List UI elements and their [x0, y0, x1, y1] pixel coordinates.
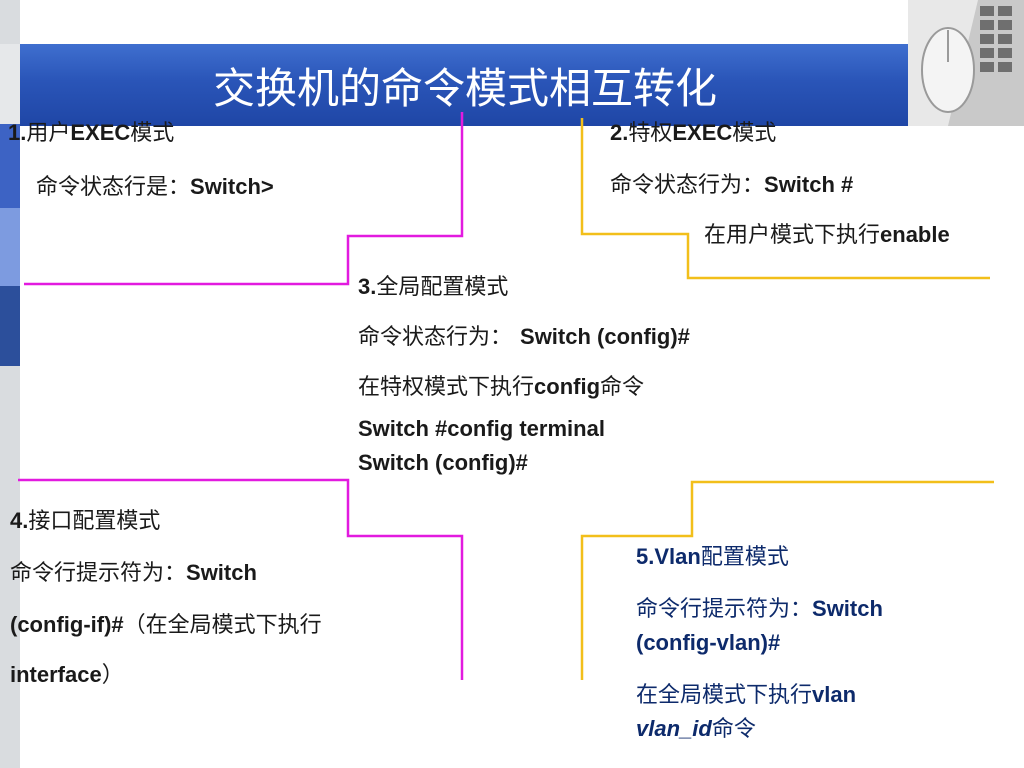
mode4-prompt: 命令行提示符为：Switch — [10, 560, 257, 587]
mode3-how-label: 在特权模式下执行 — [358, 375, 535, 400]
mode1-heading: 1.用户EXEC模式 — [8, 120, 174, 147]
strip-block-lightblue — [0, 208, 20, 286]
mode1-heading-en: EXEC — [70, 120, 131, 145]
mode2-prompt-value: Switch # — [764, 172, 854, 197]
mode3-prompt-value: Switch (config)# — [520, 324, 690, 349]
magenta-connector-bottom — [18, 478, 464, 680]
mode5-prompt-value: Switch — [812, 596, 883, 621]
mode2-prompt-label: 命令状态行为： — [610, 173, 765, 198]
title-bar — [20, 44, 910, 126]
mode4-line3: interface） — [10, 662, 124, 689]
mode4-prompt-value: Switch — [186, 560, 257, 585]
mode5-prompt-label: 命令行提示符为： — [636, 597, 813, 622]
mode3-example-line1: Switch #config terminal — [358, 416, 605, 441]
mode5-heading: 5.Vlan配置模式 — [636, 544, 789, 571]
mode3-how: 在特权模式下执行config命令 — [358, 374, 644, 401]
mode4-line3-cn: ） — [101, 663, 124, 688]
mode1-num: 1. — [8, 120, 27, 145]
mode4-heading: 4.接口配置模式 — [10, 508, 160, 535]
mode4-line2-en: (config-if)# — [10, 612, 124, 637]
yellow-connector-top — [580, 118, 990, 280]
mode3-prompt-label: 命令状态行为： — [358, 325, 513, 350]
mode2-prompt: 命令状态行为：Switch # — [610, 172, 853, 199]
mode2-heading-cn2: 模式 — [732, 121, 777, 146]
mode2-num: 2. — [610, 120, 629, 145]
mode5-how-tail: 命令 — [711, 717, 756, 742]
mode2-how: 在用户模式下执行enable — [704, 222, 950, 249]
yellow-connector-bottom — [580, 480, 994, 680]
mode1-heading-cn1: 用户 — [26, 121, 71, 146]
left-decor-strip — [0, 0, 20, 768]
mode3-heading-cn: 全局配置模式 — [376, 275, 509, 300]
magenta-connector-top — [24, 112, 464, 286]
strip-block-darkblue — [0, 286, 20, 366]
slide-title: 交换机的命令模式相互转化 — [212, 63, 717, 113]
strip-block-blue — [0, 124, 20, 208]
mode4-line3-en: interface — [10, 662, 102, 687]
mode5-how-label: 在全局模式下执行 — [636, 683, 813, 708]
mode5-prompt-value2: (config-vlan)# — [636, 630, 781, 655]
mode2-how-cmd: enable — [880, 222, 950, 247]
mode3-prompt: 命令状态行为： Switch (config)# — [358, 324, 690, 351]
mode4-line2: (config-if)#（在全局模式下执行 — [10, 612, 322, 639]
mode4-prompt-label: 命令行提示符为： — [10, 561, 187, 586]
mode5-heading-cn: 配置模式 — [700, 545, 789, 570]
strip-block-light — [0, 44, 20, 124]
mode4-num: 4. — [10, 508, 29, 533]
mode2-heading: 2.特权EXEC模式 — [610, 120, 776, 147]
mode5-prompt: 命令行提示符为：Switch — [636, 596, 883, 623]
mode5-how-cmd2: vlan_id — [636, 716, 712, 741]
mode3-how-cmd: config — [534, 374, 601, 399]
mode1-prompt-label: 命令状态行是： — [36, 175, 191, 200]
mode5-how: 在全局模式下执行vlan — [636, 682, 856, 709]
mode1-heading-cn2: 模式 — [130, 121, 175, 146]
mode3-num: 3. — [358, 274, 377, 299]
mode4-line2-cn: （在全局模式下执行 — [123, 613, 322, 638]
mode5-how-cmd: vlan — [812, 682, 857, 707]
keyboard-mouse-photo — [908, 0, 1024, 126]
mode4-heading-cn: 接口配置模式 — [28, 509, 161, 534]
mode2-heading-cn1: 特权 — [628, 121, 673, 146]
mode5-heading-en: 5.Vlan — [636, 544, 701, 569]
mode2-heading-en: EXEC — [672, 120, 733, 145]
mode1-prompt: 命令状态行是：Switch> — [36, 174, 274, 201]
mode3-how-tail: 命令 — [600, 375, 645, 400]
mode5-how2: vlan_id命令 — [636, 716, 756, 743]
mode1-prompt-value: Switch> — [190, 174, 274, 199]
mode3-example-line2: Switch (config)# — [358, 450, 528, 475]
mode3-heading: 3.全局配置模式 — [358, 274, 508, 301]
mode2-how-label: 在用户模式下执行 — [704, 223, 881, 248]
